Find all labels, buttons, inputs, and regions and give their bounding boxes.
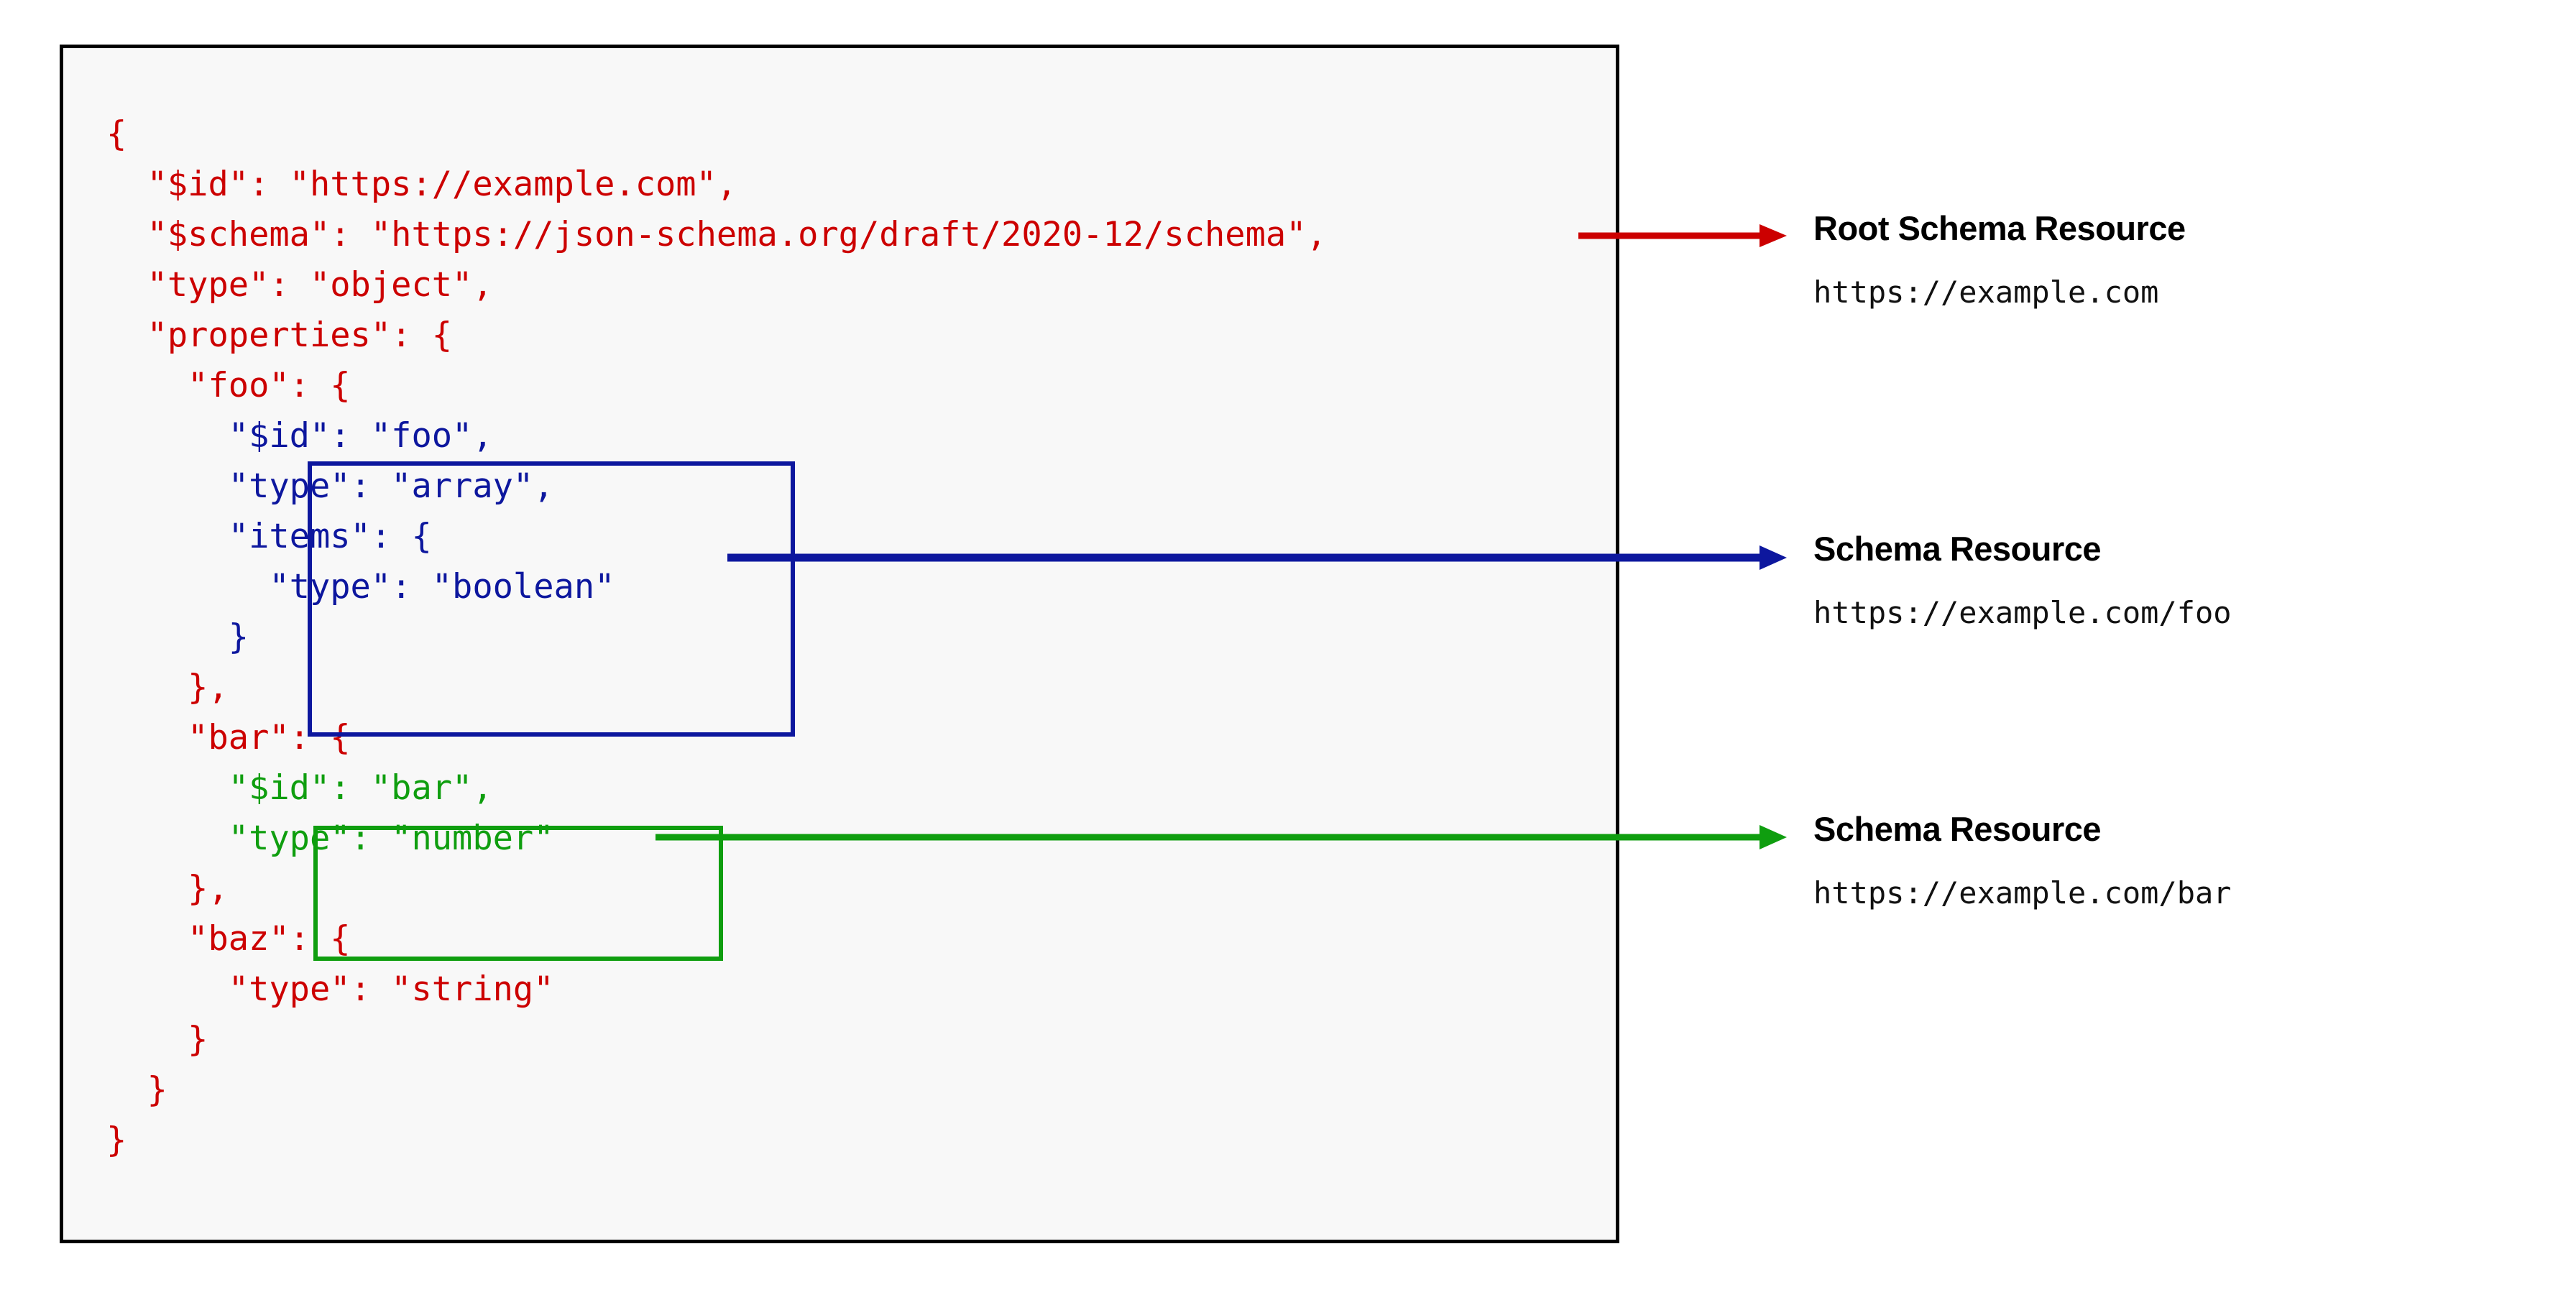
arrow-foo-schema bbox=[727, 545, 1787, 570]
annotation-title: Schema Resource bbox=[1813, 810, 2102, 848]
code-line: "type": "number" bbox=[106, 819, 554, 858]
code-line: "$id": "bar", bbox=[106, 768, 493, 808]
code-line: "bar": { bbox=[106, 718, 351, 757]
annotation-title: Schema Resource bbox=[1813, 530, 2102, 568]
code-line: { bbox=[106, 114, 127, 154]
code-line: }, bbox=[106, 668, 229, 707]
annotation-bar-schema-resource: Schema Resource https://example.com/bar bbox=[1813, 809, 2532, 911]
arrow-root-schema bbox=[1578, 224, 1787, 247]
annotation-uri: https://example.com/foo bbox=[1813, 595, 2232, 630]
code-line: "type": "boolean" bbox=[106, 567, 615, 607]
arrow-bar-schema bbox=[656, 825, 1787, 849]
code-line: "$id": "https://example.com", bbox=[106, 165, 737, 204]
code-line: "type": "array", bbox=[106, 466, 554, 506]
code-line: } bbox=[106, 1120, 127, 1160]
code-line: "type": "object", bbox=[106, 265, 493, 305]
code-line: }, bbox=[106, 869, 229, 908]
code-line: "baz": { bbox=[106, 919, 351, 959]
highlight-box-bar-schema-resource bbox=[313, 826, 723, 961]
code-line: "properties": { bbox=[106, 315, 453, 355]
json-schema-code: { "$id": "https://example.com", "$schema… bbox=[106, 109, 1327, 1166]
code-line: "type": "string" bbox=[106, 969, 554, 1009]
annotation-uri: https://example.com bbox=[1813, 275, 2159, 310]
code-line: "$schema": "https://json-schema.org/draf… bbox=[106, 215, 1327, 254]
code-line: "foo": { bbox=[106, 366, 351, 405]
code-line: "$id": "foo", bbox=[106, 416, 493, 456]
code-panel: { "$id": "https://example.com", "$schema… bbox=[60, 45, 1619, 1243]
annotation-root-schema-resource: Root Schema Resource https://example.com bbox=[1813, 208, 2532, 310]
code-line: } bbox=[106, 1020, 208, 1059]
annotation-uri: https://example.com/bar bbox=[1813, 875, 2232, 911]
code-line: } bbox=[106, 1070, 167, 1110]
annotation-title: Root Schema Resource bbox=[1813, 209, 2186, 247]
highlight-box-foo-schema-resource bbox=[308, 461, 795, 737]
code-line: } bbox=[106, 617, 249, 657]
annotation-foo-schema-resource: Schema Resource https://example.com/foo bbox=[1813, 529, 2532, 631]
